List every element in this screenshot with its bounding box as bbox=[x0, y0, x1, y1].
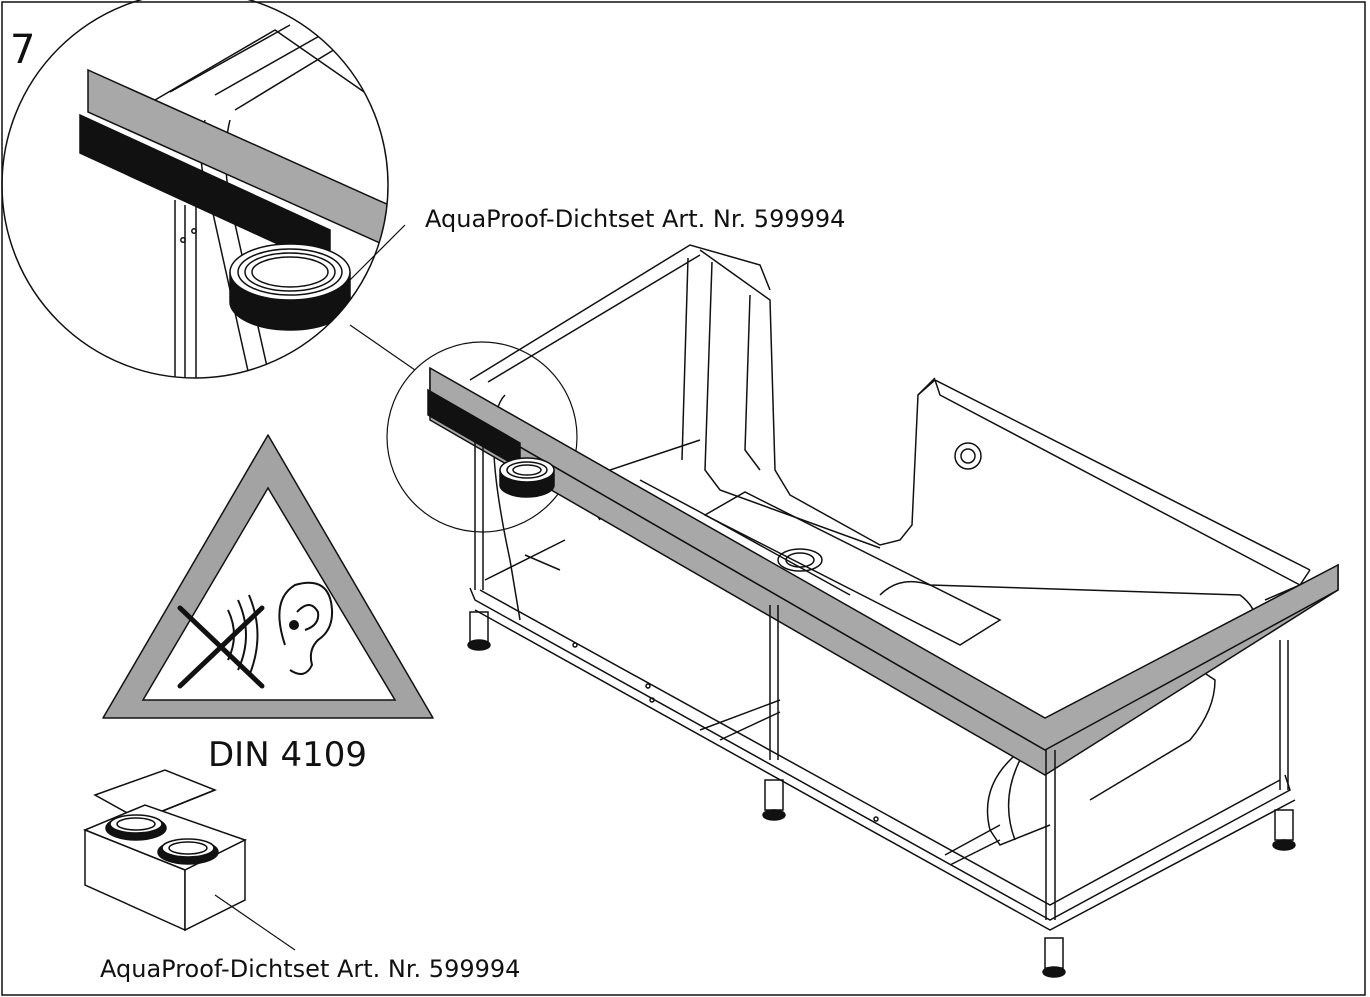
support-leg bbox=[1272, 640, 1296, 851]
seal-ring-icon bbox=[229, 243, 351, 331]
norm-label: DIN 4109 bbox=[208, 735, 367, 775]
warning-triangle-icon bbox=[102, 434, 434, 719]
bathtub-assembly bbox=[386, 244, 1339, 978]
callout-leader bbox=[344, 224, 406, 286]
detail-view bbox=[1, 0, 389, 379]
support-leg bbox=[1042, 750, 1066, 978]
seal-ring-icon bbox=[499, 457, 555, 498]
magnifier-circle bbox=[386, 341, 578, 533]
support-leg bbox=[762, 605, 786, 821]
step-number: 7 bbox=[10, 27, 36, 73]
seal-set-box-icon bbox=[83, 769, 247, 932]
seal-set-box-label: AquaProof-Dichtset Art. Nr. 599994 bbox=[100, 955, 521, 983]
ear-icon bbox=[278, 581, 334, 675]
support-leg bbox=[467, 440, 491, 651]
grey-sound-tape bbox=[429, 368, 1339, 776]
seal-set-callout-label: AquaProof-Dichtset Art. Nr. 599994 bbox=[425, 205, 846, 233]
magnifier-connector bbox=[349, 324, 416, 371]
box-leader bbox=[214, 894, 296, 951]
cross-icon bbox=[177, 605, 265, 689]
